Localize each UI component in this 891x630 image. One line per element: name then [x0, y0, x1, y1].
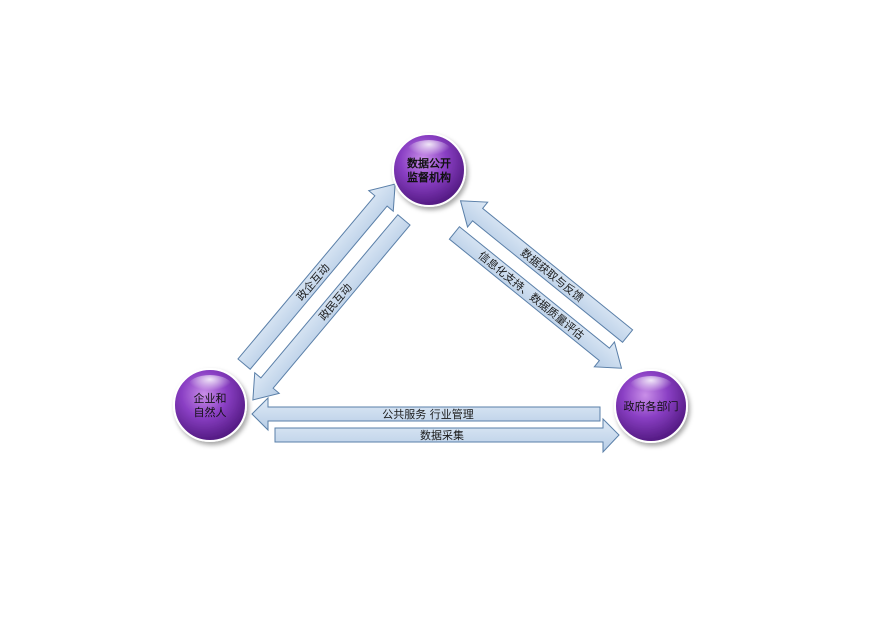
arrow-bottom-bottom-label: 数据采集 [420, 428, 464, 442]
arrow-left-outer-label: 政企互动 [293, 261, 332, 304]
node-data-supervision-line1: 数据公开 [407, 156, 451, 170]
node-government-departments [614, 369, 688, 443]
arrow-bottom-top-label: 公共服务 行业管理 [382, 407, 474, 421]
arrow-bottom-top: 公共服务 行业管理 [251, 396, 601, 432]
arrow-right-outer: 数据获取与反馈 [459, 200, 634, 343]
node-data-supervision [392, 133, 466, 207]
arrow-right-inner: 信息化支持、数据质量评估 [448, 226, 623, 369]
node-government-departments-line1: 政府各部门 [624, 399, 679, 413]
node-data-supervision-line2: 监督机构 [407, 170, 451, 184]
arrow-left-outer: 政企互动 [237, 183, 396, 370]
node-enterprise-person [173, 368, 247, 442]
node-enterprise-person-line1: 企业和 [194, 391, 227, 405]
node-enterprise-person-line2: 自然人 [194, 405, 227, 419]
arrow-bottom-bottom: 数据采集 [274, 417, 620, 454]
arrow-left-inner: 政民互动 [252, 214, 411, 401]
arrow-left-inner-label: 政民互动 [316, 281, 355, 324]
